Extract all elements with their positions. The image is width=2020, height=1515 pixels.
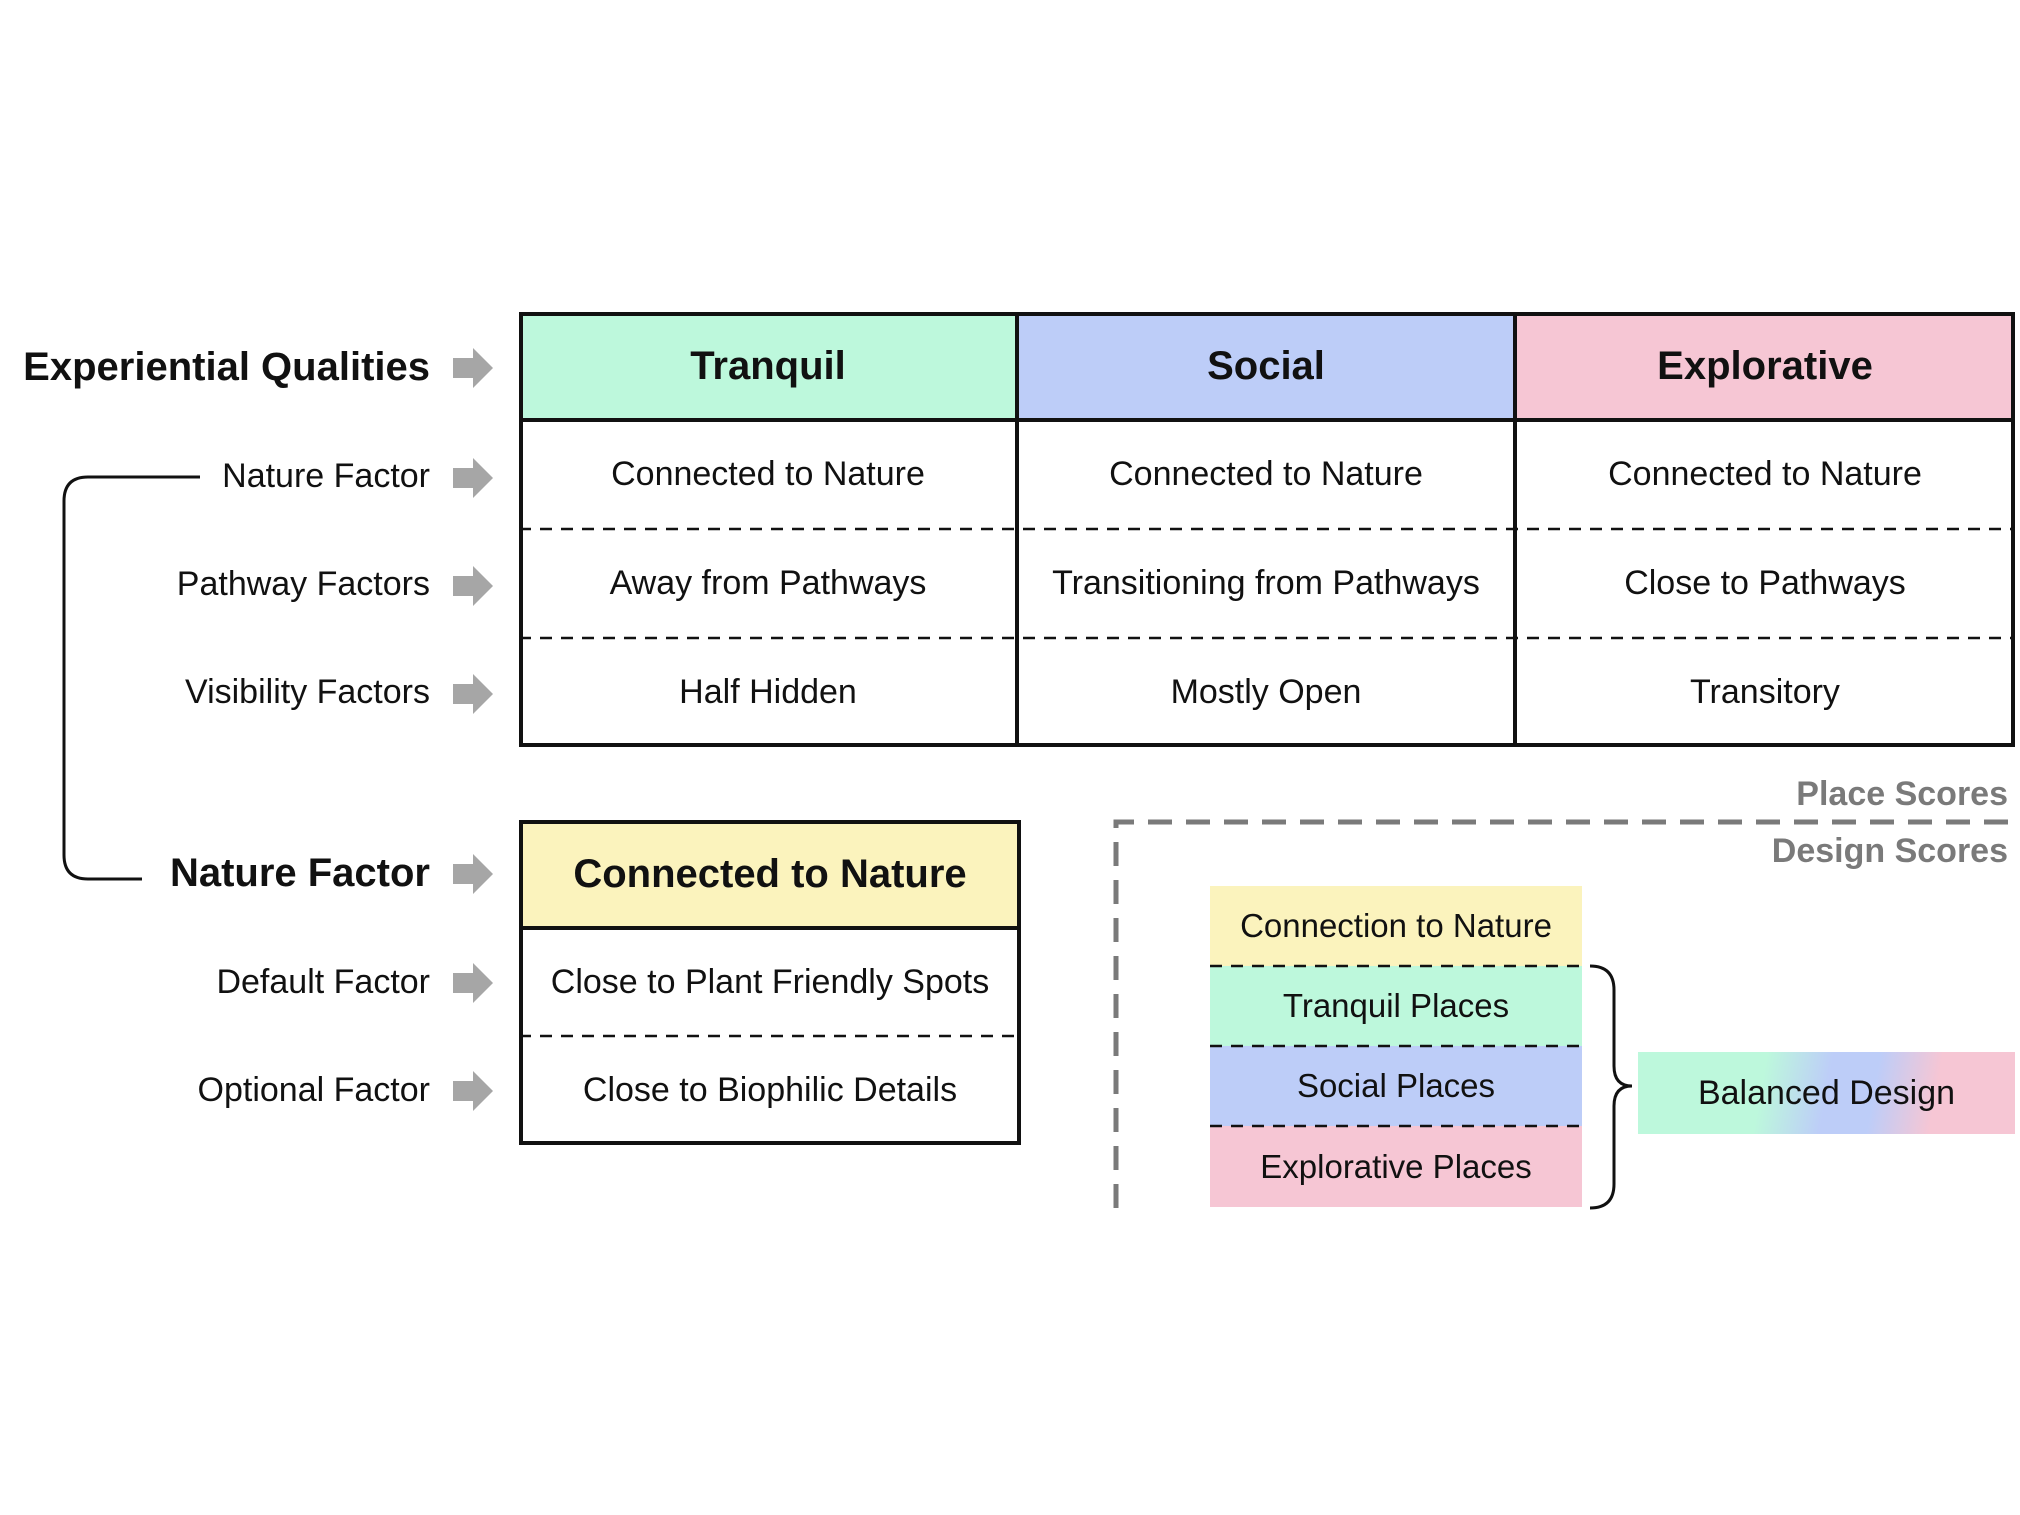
arrow-right-icon bbox=[453, 566, 493, 606]
visibility-factors-label: Visibility Factors bbox=[185, 673, 430, 711]
optional-factor-cell: Close to Biophilic Details bbox=[582, 1071, 958, 1109]
curly-brace-icon bbox=[1589, 964, 1633, 1210]
arrow-right-icon bbox=[453, 854, 493, 894]
bottom-table: Connected to Nature Close to Plant Frien… bbox=[519, 820, 1021, 1145]
default-factor-label: Default Factor bbox=[216, 963, 430, 1001]
optional-factor-label: Optional Factor bbox=[197, 1071, 430, 1109]
social-nature-cell: Connected to Nature bbox=[1109, 455, 1423, 493]
tranquil-pathway-cell: Away from Pathways bbox=[609, 564, 927, 602]
experiential-qualities-label: Experiential Qualities bbox=[23, 345, 430, 389]
arrow-right-icon bbox=[453, 348, 493, 388]
place-scores-label: Place Scores bbox=[1796, 775, 2008, 813]
top-table: Tranquil Social Explorative Connected to… bbox=[519, 312, 2015, 747]
explorative-places-box: Explorative Places bbox=[1210, 1126, 1582, 1207]
top-table-grid bbox=[519, 312, 2015, 747]
design-scores-label: Design Scores bbox=[1771, 832, 2008, 870]
arrow-right-icon bbox=[453, 674, 493, 714]
balanced-design-box: Balanced Design bbox=[1638, 1052, 2015, 1134]
explorative-nature-cell: Connected to Nature bbox=[1608, 455, 1922, 493]
nature-factor-label: Nature Factor bbox=[222, 457, 430, 495]
nature-factor-bold-label: Nature Factor bbox=[169, 851, 430, 895]
tranquil-header: Tranquil bbox=[519, 312, 1017, 420]
social-header: Social bbox=[1017, 312, 1515, 420]
tranquil-visibility-cell: Half Hidden bbox=[679, 673, 857, 711]
arrow-right-icon bbox=[453, 963, 493, 1003]
explorative-visibility-cell: Transitory bbox=[1690, 673, 1840, 711]
balanced-design-label: Balanced Design bbox=[1697, 1073, 1956, 1112]
arrow-right-icon bbox=[453, 1071, 493, 1111]
arrow-right-icon bbox=[453, 458, 493, 498]
pathway-factors-label: Pathway Factors bbox=[176, 565, 430, 603]
social-places-box: Social Places bbox=[1210, 1046, 1582, 1126]
social-visibility-cell: Mostly Open bbox=[1170, 673, 1362, 711]
connected-to-nature-header: Connected to Nature bbox=[519, 820, 1021, 928]
tranquil-nature-cell: Connected to Nature bbox=[611, 455, 925, 493]
explorative-header: Explorative bbox=[1515, 312, 2015, 420]
social-pathway-cell: Transitioning from Pathways bbox=[1052, 564, 1480, 602]
connection-to-nature-box: Connection to Nature bbox=[1210, 886, 1582, 966]
bottom-table-grid bbox=[519, 820, 1021, 1145]
explorative-pathway-cell: Close to Pathways bbox=[1624, 564, 1906, 602]
default-factor-cell: Close to Plant Friendly Spots bbox=[550, 962, 990, 1001]
tranquil-places-box: Tranquil Places bbox=[1210, 966, 1582, 1046]
